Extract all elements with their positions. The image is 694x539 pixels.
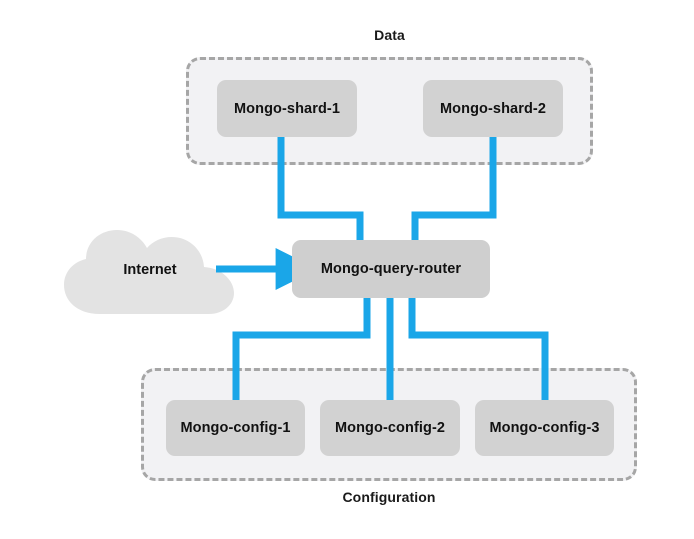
internet-cloud-label: Internet — [123, 262, 177, 278]
node-mongo-config-2-label: Mongo-config-2 — [334, 420, 446, 436]
node-mongo-shard-2-label: Mongo-shard-2 — [439, 100, 546, 117]
node-mongo-shard-1-label: Mongo-shard-1 — [233, 100, 340, 117]
node-mongo-query-router-label: Mongo-query-router — [320, 261, 462, 277]
node-mongo-config-1[interactable]: Mongo-config-1 — [166, 400, 305, 456]
node-mongo-shard-2[interactable]: Mongo-shard-2 — [423, 80, 563, 137]
cloud-icon — [64, 230, 234, 314]
node-mongo-shard-1[interactable]: Mongo-shard-1 — [217, 80, 357, 137]
group-data-title: Data — [374, 27, 405, 43]
node-mongo-query-router[interactable]: Mongo-query-router — [292, 240, 490, 298]
node-mongo-config-3-label: Mongo-config-3 — [489, 420, 600, 436]
node-mongo-config-2[interactable]: Mongo-config-2 — [320, 400, 460, 456]
node-mongo-config-3[interactable]: Mongo-config-3 — [475, 400, 614, 456]
internet-cloud — [60, 222, 240, 317]
group-configuration-title: Configuration — [342, 489, 436, 505]
node-mongo-config-1-label: Mongo-config-1 — [180, 420, 291, 436]
